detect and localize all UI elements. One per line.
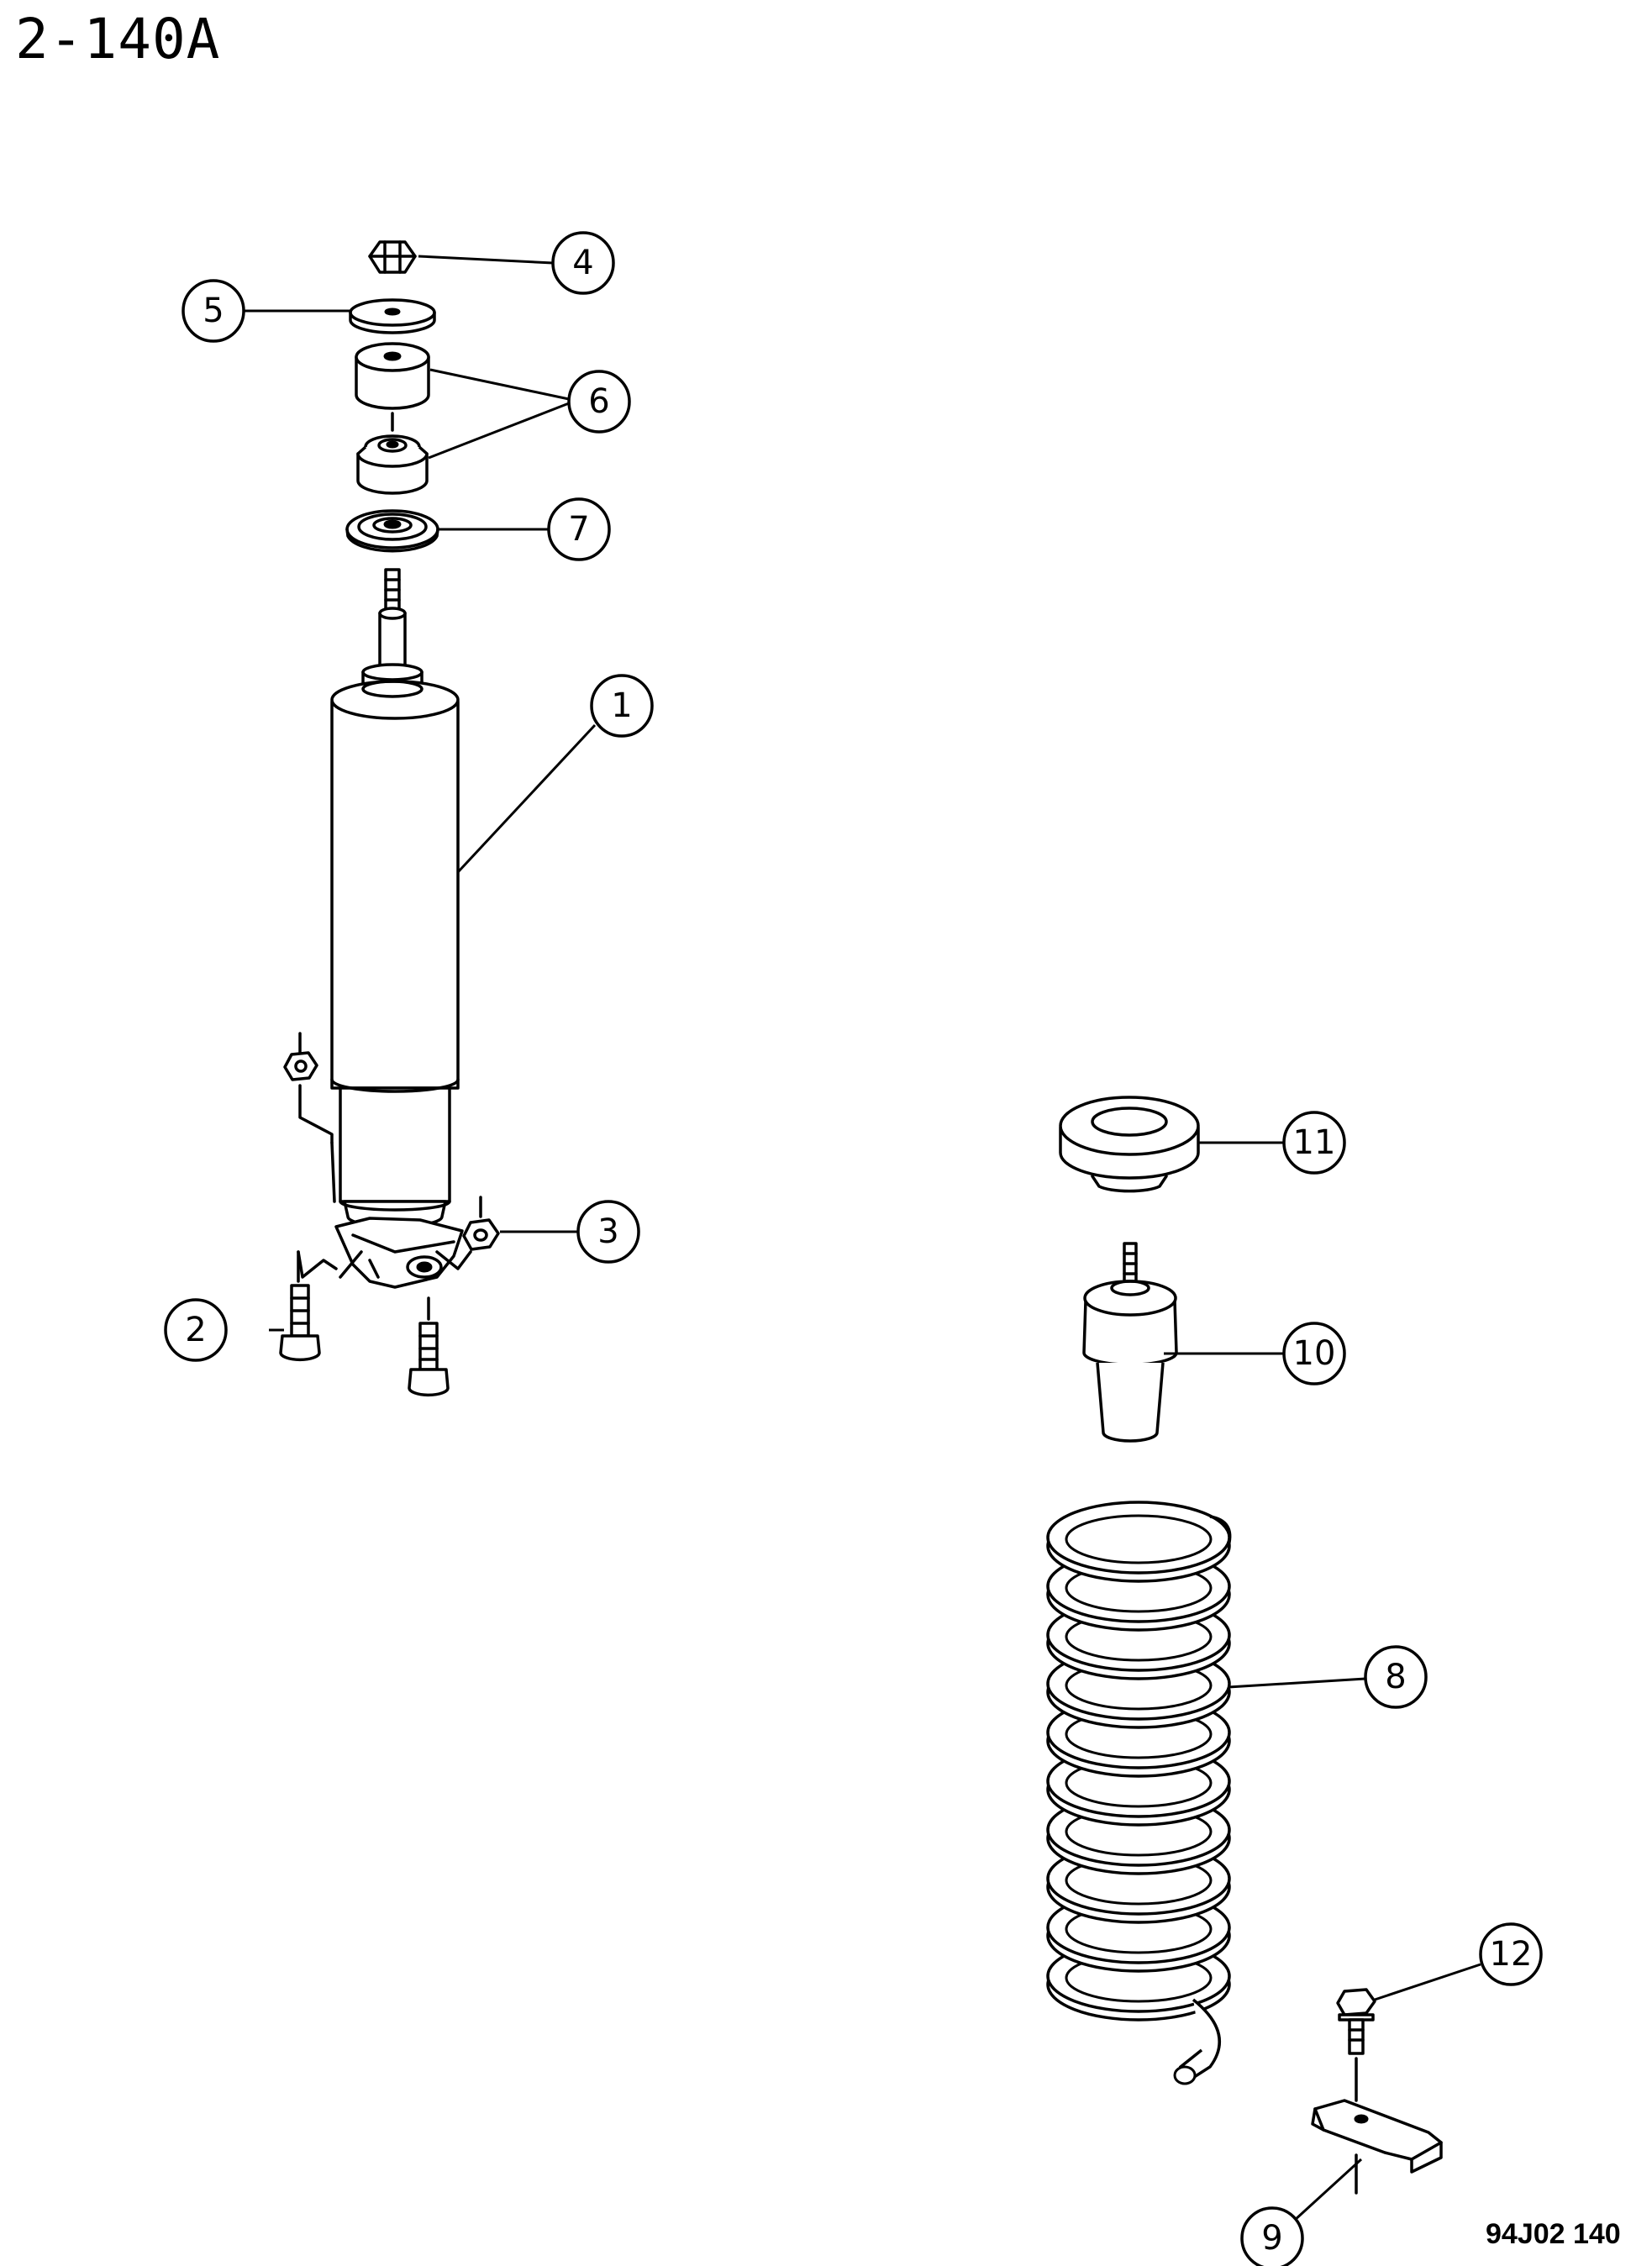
callout-6-label: 6 (588, 382, 609, 421)
callout-8-label: 8 (1385, 1658, 1406, 1696)
callout-9-label: 9 (1261, 2219, 1282, 2258)
callout-1-label: 1 (611, 686, 632, 725)
callout-5-label: 5 (203, 292, 224, 330)
spring-assembly (1046, 1096, 1443, 2195)
callout-3-label: 3 (597, 1212, 618, 1251)
part-shock-absorber[interactable] (330, 568, 460, 1228)
part-lower-mount-bracket[interactable] (334, 1217, 464, 1289)
callout-12[interactable]: 12 (1479, 1922, 1543, 1986)
part-jounce-bumper[interactable] (1082, 1242, 1178, 1443)
part-spring-retainer[interactable] (1311, 2099, 1443, 2195)
part-nut-left[interactable] (283, 1032, 336, 1203)
part-bolt-left[interactable] (279, 1250, 338, 1362)
part-upper-bushing[interactable] (355, 342, 430, 410)
spring-coil-shape (1173, 2065, 1197, 2085)
shock-absorber-assembly (279, 240, 500, 1397)
callout-7-label: 7 (568, 510, 589, 549)
callout-8[interactable]: 8 (1364, 1645, 1428, 1709)
part-nut-right[interactable] (435, 1196, 500, 1270)
callout-9[interactable]: 9 (1240, 2206, 1304, 2266)
callout-12-label: 12 (1490, 1935, 1533, 1974)
callout-2-label: 2 (185, 1311, 206, 1349)
callout-4-label: 4 (572, 244, 593, 282)
part-retainer[interactable] (345, 509, 439, 553)
figure-code: 94J02 140 (1486, 2218, 1621, 2250)
part-bolt-center[interactable] (408, 1296, 450, 1397)
spring-coil-shape (1209, 1515, 1232, 1547)
callout-7[interactable]: 7 (547, 497, 611, 561)
spring-coil-shape (1178, 1998, 1221, 2085)
part-washer[interactable] (349, 298, 436, 334)
callout-4[interactable]: 4 (551, 231, 615, 295)
callout-6[interactable]: 6 (567, 370, 631, 434)
callout-11[interactable]: 11 (1282, 1111, 1346, 1175)
callout-1[interactable]: 1 (590, 674, 654, 738)
spring-coil-shape (1065, 1514, 1213, 1564)
callout-3[interactable]: 3 (576, 1200, 640, 1264)
callout-2[interactable]: 2 (164, 1298, 228, 1362)
callout-11-label: 11 (1293, 1123, 1336, 1162)
callout-10[interactable]: 10 (1282, 1322, 1346, 1385)
part-retainer-bolt[interactable] (1336, 1988, 1376, 2102)
callout-5[interactable]: 5 (182, 279, 245, 343)
leader-lines (234, 255, 1481, 2222)
part-lower-bushing[interactable] (356, 412, 429, 495)
part-top-nut[interactable] (368, 240, 417, 274)
page-title: 2-140A (15, 7, 221, 71)
callout-10-label: 10 (1293, 1334, 1336, 1373)
part-coil-spring[interactable] (1046, 1501, 1232, 2085)
part-spring-seat[interactable] (1059, 1096, 1200, 1193)
